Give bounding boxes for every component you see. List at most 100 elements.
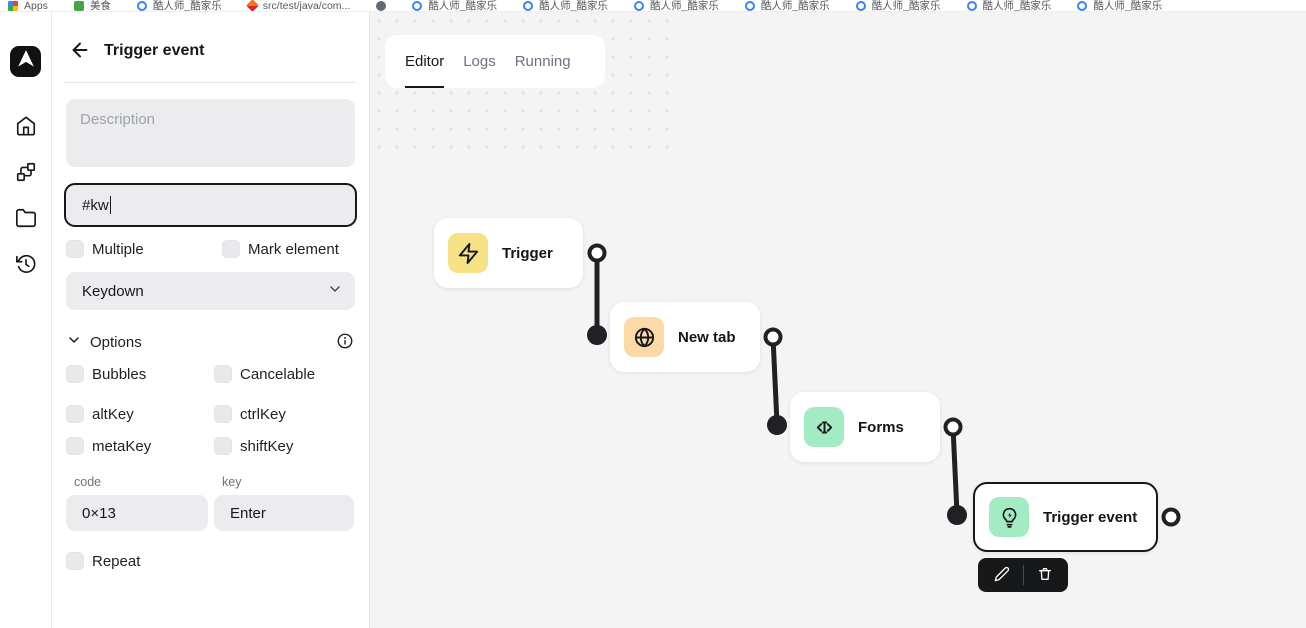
node-trigger[interactable]: Trigger — [434, 218, 583, 288]
input-handle-triggerevent[interactable] — [947, 505, 967, 525]
bookmarks-bar: Apps 美食 酷人师_酷家乐 src/test/java/com... 酷人师_酷家乐… — [0, 0, 1306, 12]
node-new-tab[interactable]: New tab — [610, 302, 760, 372]
tab-running[interactable]: Running — [514, 53, 571, 70]
multiple-checkbox[interactable] — [66, 240, 84, 258]
bookmark-item[interactable]: 酷人师_酷家乐 — [966, 0, 1052, 12]
automa-logo[interactable] — [10, 46, 41, 77]
delete-node-button[interactable] — [1034, 564, 1056, 586]
multiple-option: Multiple — [66, 240, 214, 258]
bookmark-label: 酷人师_酷家乐 — [1093, 0, 1163, 12]
blue-smiley-icon — [523, 0, 534, 11]
tab-logs[interactable]: Logs — [463, 53, 496, 70]
back-button[interactable] — [68, 39, 92, 63]
blue-smiley-icon — [136, 0, 147, 11]
edge-forms-triggerevent — [950, 424, 960, 516]
sidebar-item-workflows[interactable] — [8, 161, 44, 185]
text-caret — [109, 196, 112, 214]
workflow-icon — [15, 161, 37, 186]
node-label: Trigger event — [1043, 508, 1138, 526]
bookmark-label: 酷人师_酷家乐 — [982, 0, 1052, 12]
ctrlkey-checkbox[interactable] — [214, 405, 232, 423]
multiple-label: Multiple — [92, 240, 144, 258]
info-button[interactable] — [335, 333, 355, 353]
options-header: Options — [66, 332, 355, 353]
output-handle-forms[interactable] — [943, 417, 963, 437]
edge-newtab-forms — [770, 334, 780, 426]
block-settings-panel: Trigger event #kw Multiple Mark element — [52, 12, 370, 628]
tab-editor[interactable]: Editor — [405, 35, 445, 88]
node-trigger-event[interactable]: Trigger event — [973, 482, 1158, 552]
shiftkey-checkbox[interactable] — [214, 437, 232, 455]
bookmark-label: 酷人师_酷家乐 — [760, 0, 830, 12]
toolbar-divider — [1022, 565, 1024, 585]
sidebar-item-logs[interactable] — [8, 253, 44, 277]
workflow-canvas[interactable]: Editor Logs Running Trigger New tab Form… — [370, 12, 1306, 628]
mark-element-option: Mark element — [222, 240, 355, 258]
divider — [64, 82, 357, 83]
bookmark-label: 酷人师_酷家乐 — [871, 0, 941, 12]
output-handle-newtab[interactable] — [763, 327, 783, 347]
bookmark-item[interactable]: 酷人师_酷家乐 — [412, 0, 498, 12]
sidebar — [0, 12, 52, 628]
bookmark-item[interactable]: 酷人师_酷家乐 — [634, 0, 719, 12]
orange-code-icon — [245, 0, 259, 11]
blue-smiley-icon — [412, 0, 423, 11]
sidebar-item-dashboard[interactable] — [8, 115, 44, 139]
blue-smiley-icon — [634, 0, 644, 11]
history-icon — [15, 253, 37, 278]
key-value: Enter — [230, 504, 266, 522]
chevron-down-icon[interactable] — [66, 332, 82, 353]
bubbles-checkbox[interactable] — [66, 365, 84, 383]
code-input[interactable]: 0×13 — [66, 495, 208, 531]
key-input[interactable]: Enter — [214, 495, 354, 531]
cancelable-checkbox[interactable] — [214, 365, 232, 383]
repeat-label: Repeat — [92, 552, 141, 570]
node-forms[interactable]: Forms — [790, 392, 940, 462]
bookmark-item[interactable]: 酷人师_酷家乐 — [523, 0, 608, 11]
bookmark-item[interactable]: 酷人师_酷家乐 — [136, 0, 222, 11]
bookmark-label: 酷人师_酷家乐 — [428, 0, 498, 12]
bookmark-label: 酷人师_酷家乐 — [650, 0, 719, 12]
mark-element-label: Mark element — [248, 240, 339, 258]
bookmark-label: src/test/java/com... — [262, 0, 351, 12]
editor-tabs: Editor Logs Running — [385, 35, 605, 88]
event-type-select[interactable]: Keydown — [66, 272, 355, 310]
bookmark-item[interactable] — [376, 0, 387, 11]
altkey-label: altKey — [92, 405, 134, 423]
bookmark-item[interactable]: Apps — [8, 0, 48, 11]
bookmark-item[interactable]: src/test/java/com... — [245, 0, 351, 12]
metakey-option: metaKey — [66, 437, 214, 455]
bookmark-item[interactable]: 酷人师_酷家乐 — [855, 0, 941, 12]
options-title: Options — [90, 334, 142, 351]
apps-grid-icon — [8, 0, 18, 11]
workflow-edges — [587, 243, 1181, 527]
shiftkey-label: shiftKey — [240, 437, 294, 455]
mark-element-checkbox[interactable] — [222, 240, 240, 258]
sidebar-item-storage[interactable] — [8, 207, 44, 231]
output-handle-triggerevent[interactable] — [1161, 507, 1181, 527]
output-handle-trigger[interactable] — [587, 243, 607, 263]
blue-smiley-icon — [855, 0, 866, 11]
blue-smiley-icon — [744, 0, 755, 11]
cancelable-label: Cancelable — [240, 365, 316, 383]
selector-input[interactable]: #kw — [64, 183, 357, 227]
description-input[interactable] — [66, 99, 355, 167]
options-row: altKey ctrlKey — [66, 405, 355, 423]
blue-smiley-icon — [966, 0, 977, 11]
repeat-checkbox[interactable] — [66, 552, 84, 570]
bookmark-label: 美食 — [89, 0, 111, 12]
bookmark-item[interactable]: 美食 — [73, 0, 111, 12]
edit-node-button[interactable] — [991, 564, 1013, 586]
trash-icon — [1037, 566, 1053, 585]
input-handle-forms[interactable] — [767, 415, 787, 435]
bookmark-item[interactable]: 酷人师_酷家乐 — [744, 0, 830, 12]
altkey-checkbox[interactable] — [66, 405, 84, 423]
bubbles-option: Bubbles — [66, 365, 214, 383]
bookmark-item[interactable]: 酷人师_酷家乐 — [1077, 0, 1163, 12]
ctrlkey-label: ctrlKey — [240, 405, 286, 423]
page-title: Trigger event — [104, 42, 205, 59]
info-icon — [336, 332, 354, 353]
input-handle-newtab[interactable] — [587, 325, 607, 345]
metakey-checkbox[interactable] — [66, 437, 84, 455]
key-label: key — [222, 475, 242, 489]
